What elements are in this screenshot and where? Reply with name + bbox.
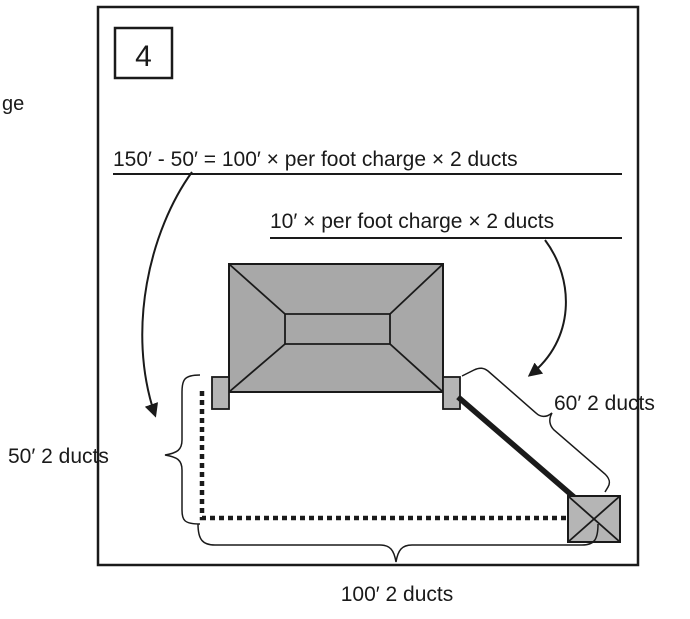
right-plenum-box — [442, 376, 461, 410]
main-formula-arrow — [141, 171, 193, 418]
left-run-label: 50′ 2 ducts — [8, 445, 109, 468]
outdoor-unit — [567, 495, 621, 543]
cropped-text-fragment: ge — [2, 93, 24, 115]
left-plenum-box — [211, 376, 230, 410]
solid-duct-run — [456, 394, 584, 507]
diagonal-run-label: 60′ 2 ducts — [554, 392, 655, 415]
bottom-brace — [197, 523, 599, 563]
left-brace — [164, 374, 201, 525]
secondary-formula: 10′ × per foot charge × 2 ducts — [270, 210, 554, 233]
panel-number: 4 — [135, 40, 152, 73]
dotted-duct-run — [199, 391, 578, 521]
panel-frame — [96, 5, 640, 567]
diagonal-brace — [461, 367, 611, 493]
house-roof — [228, 263, 444, 393]
bottom-run-label: 100′ 2 ducts — [341, 583, 454, 606]
panel-number-box — [113, 26, 174, 80]
main-formula: 150′ - 50′ = 100′ × per foot charge × 2 … — [113, 148, 518, 171]
secondary-formula-arrow — [527, 239, 567, 377]
